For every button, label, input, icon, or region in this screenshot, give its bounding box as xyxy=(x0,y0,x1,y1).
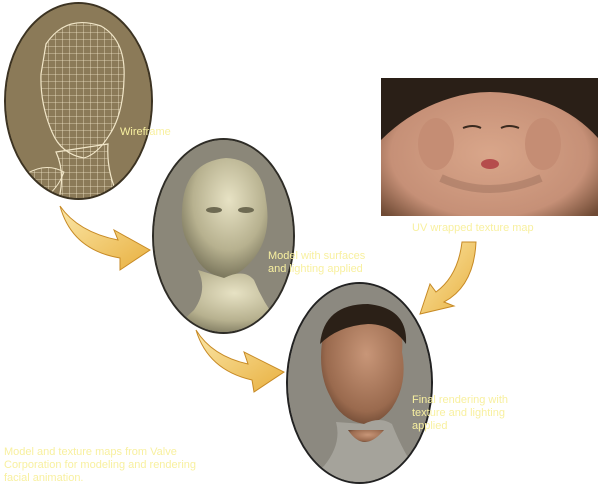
texture-map-label: UV wrapped texture map xyxy=(412,222,534,234)
source-caption: Model and texture maps from Valve Corpor… xyxy=(4,446,197,484)
shaded-model-head-image xyxy=(152,138,295,334)
wireframe-label: Wireframe xyxy=(120,126,171,138)
model-label: Model with surfaces and lighting applied xyxy=(268,250,366,275)
wireframe-head-image xyxy=(4,2,153,200)
uv-texture-map-image xyxy=(381,78,598,216)
final-rendered-head-image xyxy=(286,282,433,484)
final-label: Final rendering with texture and lightin… xyxy=(412,394,508,432)
